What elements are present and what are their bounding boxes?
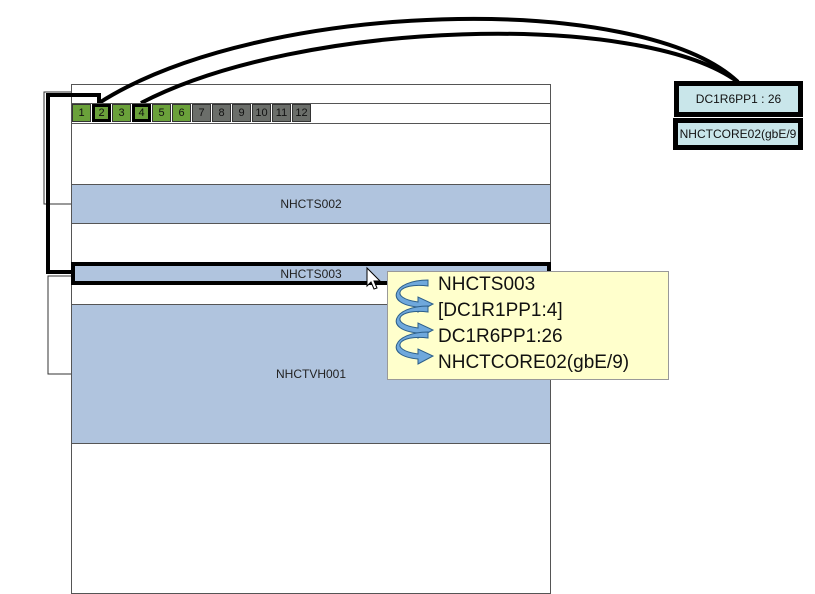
port-9[interactable]: 9 — [232, 104, 251, 122]
thin-bracket-lower — [47, 275, 71, 375]
patch-panel-tag-label: DC1R6PP1 : 26 — [695, 92, 782, 106]
connection-path-tooltip: NHCTS003 [DC1R1PP1:4] DC1R6PP1:26 NHCTCO… — [387, 271, 669, 380]
port-1[interactable]: 1 — [72, 104, 91, 122]
port-2[interactable]: 2 — [92, 104, 111, 122]
port-12[interactable]: 12 — [292, 104, 311, 122]
port-5[interactable]: 5 — [152, 104, 171, 122]
device-label: NHCTS003 — [280, 266, 342, 281]
tooltip-line: NHCTCORE02(gbE/9) — [438, 352, 630, 373]
port-8[interactable]: 8 — [212, 104, 231, 122]
port-4[interactable]: 4 — [132, 104, 151, 122]
device-nhcts002[interactable]: NHCTS002 — [71, 184, 551, 224]
core-switch-tag-label: NHCTCORE02(gbE/9 — [679, 127, 797, 141]
tooltip-line: NHCTS003 — [438, 274, 536, 295]
device-label: NHCTVH001 — [275, 367, 347, 381]
thin-bracket-upper — [43, 91, 71, 205]
device-label: NHCTS002 — [280, 197, 342, 211]
port-6[interactable]: 6 — [172, 104, 191, 122]
tooltip-line: [DC1R1PP1:4] — [438, 300, 563, 321]
curved-arrows-icon — [395, 279, 435, 365]
port-10[interactable]: 10 — [252, 104, 271, 122]
port-7[interactable]: 7 — [192, 104, 211, 122]
patch-panel-tag[interactable]: DC1R6PP1 : 26 — [674, 81, 803, 117]
tooltip-line: DC1R6PP1:26 — [438, 326, 563, 347]
port-11[interactable]: 11 — [272, 104, 291, 122]
port-3[interactable]: 3 — [112, 104, 131, 122]
core-switch-tag[interactable]: NHCTCORE02(gbE/9 — [673, 118, 803, 150]
port-strip — [71, 103, 551, 124]
